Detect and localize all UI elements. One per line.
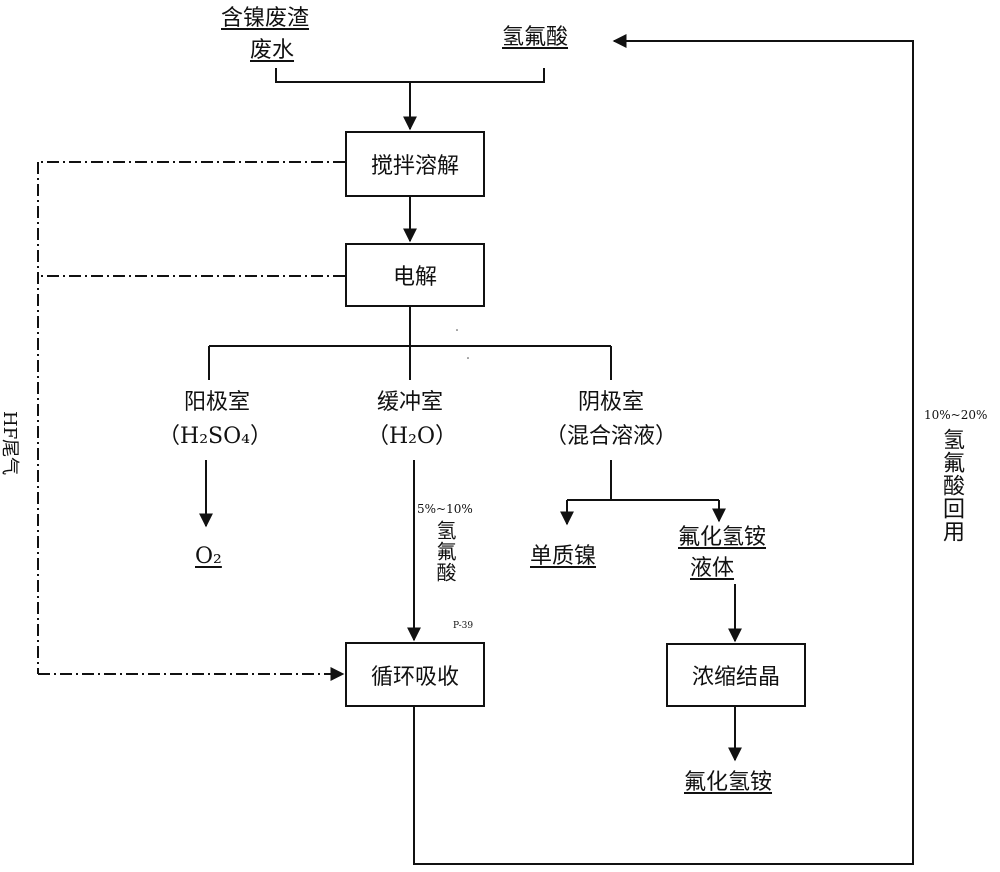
buffer-chamber-content: （H₂O）	[366, 424, 458, 449]
electrolysis-box: 电解	[345, 243, 485, 307]
speck-mark	[467, 357, 469, 359]
anode-chamber-content: （H₂SO₄）	[158, 424, 272, 449]
circulation-absorption-box: 循环吸收	[345, 642, 485, 707]
stir-dissolve-label: 搅拌溶解	[370, 154, 459, 179]
recycle-label: 氢氟酸回用	[939, 428, 964, 543]
nickel-output: 单质镍	[530, 544, 597, 569]
oxygen-output: O₂	[195, 544, 222, 569]
buffer-acid-concentration: 5%~10%	[417, 502, 473, 516]
ammonium-bifluoride-liquid-line1: 氟化氢铵	[678, 525, 767, 550]
buffer-acid-name: 氢氟酸	[433, 520, 457, 583]
input-nickel-residue: 含镍废渣	[221, 6, 310, 31]
hf-tail-gas-label: HF尾气	[0, 411, 20, 476]
stir-dissolve-box: 搅拌溶解	[345, 131, 485, 197]
cathode-chamber-name: 阴极室	[577, 390, 645, 415]
concentration-crystallization-box: 浓缩结晶	[666, 643, 806, 707]
figure-code: P-39	[453, 621, 474, 631]
buffer-chamber-name: 缓冲室	[376, 390, 444, 415]
ammonium-bifluoride-product: 氟化氢铵	[684, 770, 773, 795]
input-hydrofluoric-acid: 氢氟酸	[502, 25, 569, 50]
speck-mark	[456, 329, 458, 331]
concentration-crystallization-label: 浓缩结晶	[691, 665, 780, 690]
input-merge-line	[275, 68, 545, 83]
ammonium-bifluoride-liquid-line2: 液体	[690, 556, 735, 581]
input-wastewater: 废水	[250, 38, 295, 63]
recycle-loop-line	[413, 34, 914, 865]
cathode-chamber-content: （混合溶液）	[544, 424, 678, 449]
circulation-absorption-label: 循环吸收	[370, 664, 459, 690]
recycle-concentration: 10%~20%	[924, 408, 988, 422]
electrolysis-label: 电解	[392, 265, 437, 290]
anode-chamber-name: 阳极室	[183, 390, 251, 415]
